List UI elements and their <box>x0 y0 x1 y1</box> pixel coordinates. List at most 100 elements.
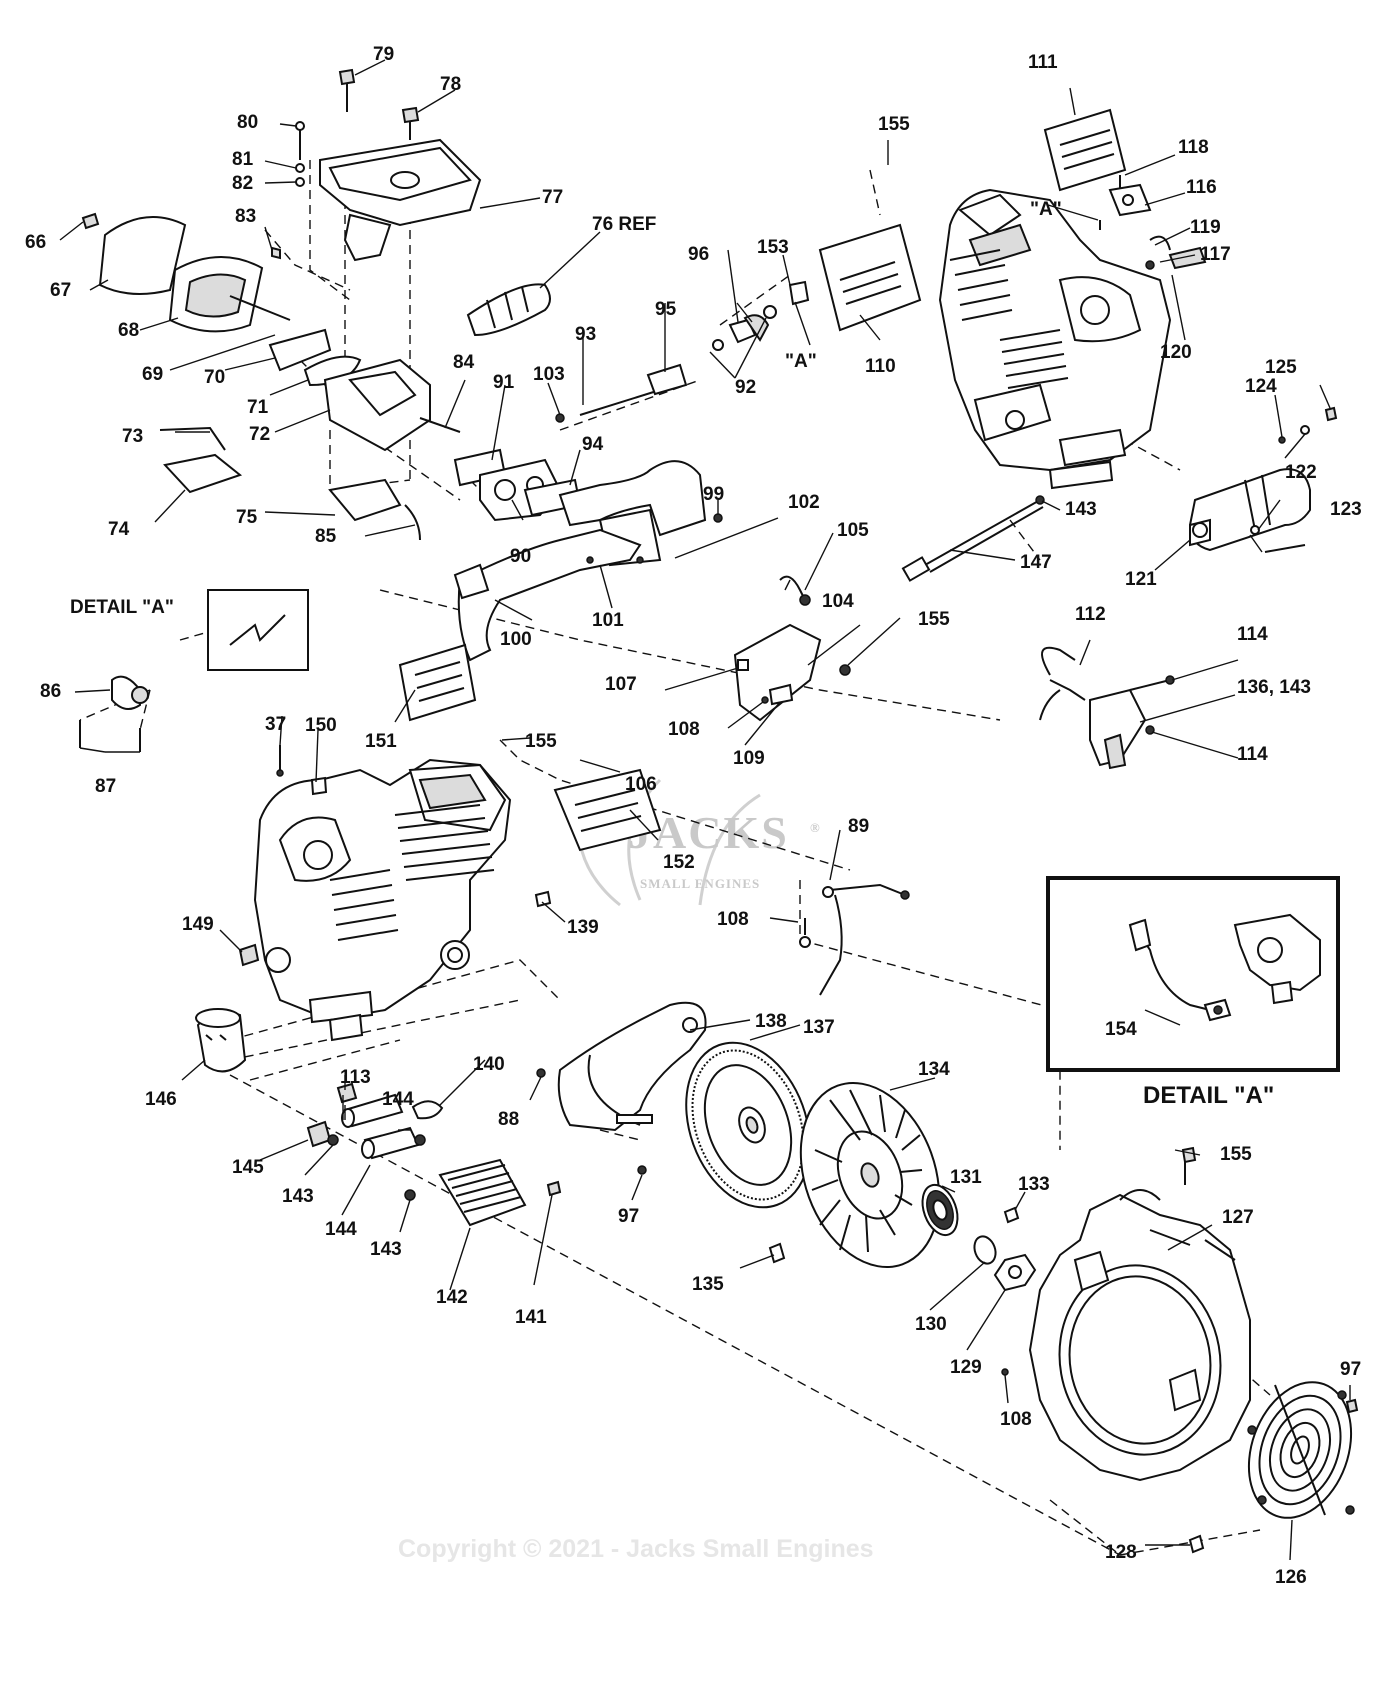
watermark-subtitle: SMALL ENGINES <box>640 876 760 891</box>
label-71: 71 <box>247 397 269 418</box>
label-91: 91 <box>493 372 515 393</box>
label-ref-a-2: "A" <box>1030 199 1062 220</box>
label-138: 138 <box>755 1011 787 1032</box>
label-82: 82 <box>232 173 253 194</box>
label-145: 145 <box>232 1157 264 1178</box>
label-84: 84 <box>453 352 475 373</box>
flywheel-137 <box>685 1041 811 1209</box>
label-75: 75 <box>236 507 258 528</box>
label-118: 118 <box>1178 137 1209 158</box>
label-83: 83 <box>235 206 256 227</box>
label-37: 37 <box>265 714 286 735</box>
label-100: 100 <box>500 629 532 650</box>
label-112: 112 <box>1075 604 1106 625</box>
label-150: 150 <box>305 715 337 736</box>
label-140: 140 <box>473 1054 505 1075</box>
label-116: 116 <box>1186 177 1217 198</box>
wire-harness-89 <box>799 883 910 996</box>
label-131: 131 <box>950 1167 982 1188</box>
label-144-b: 144 <box>325 1219 357 1240</box>
oil-cooler-assembly <box>306 1068 647 1227</box>
label-70: 70 <box>204 367 225 388</box>
label-99: 99 <box>703 484 724 505</box>
heat-shield-assembly <box>733 575 851 722</box>
fan-guard-126 <box>1247 1381 1359 1519</box>
label-147: 147 <box>1020 552 1052 573</box>
label-108-c: 108 <box>1000 1409 1032 1430</box>
label-141: 141 <box>515 1307 547 1328</box>
label-detail-a-box: DETAIL "A" <box>1143 1082 1274 1109</box>
label-114-a: 114 <box>1237 624 1268 645</box>
label-97-b: 97 <box>1340 1359 1361 1380</box>
label-87: 87 <box>95 776 116 797</box>
label-102: 102 <box>788 492 820 513</box>
label-74: 74 <box>108 519 130 540</box>
label-130: 130 <box>915 1314 947 1335</box>
label-153: 153 <box>757 237 789 258</box>
label-94: 94 <box>582 434 604 455</box>
part-number-labels: 79 78 80 81 82 77 83 76 REF 66 67 68 69 … <box>25 44 1362 1588</box>
label-67: 67 <box>50 280 71 301</box>
label-155-c: 155 <box>918 609 950 630</box>
label-114-b: 114 <box>1237 744 1268 765</box>
label-134: 134 <box>918 1059 950 1080</box>
label-113: 113 <box>340 1067 371 1088</box>
label-142: 142 <box>436 1287 468 1308</box>
label-90: 90 <box>510 546 531 567</box>
label-79: 79 <box>373 44 394 65</box>
label-66: 66 <box>25 232 46 253</box>
label-93: 93 <box>575 324 596 345</box>
leader-lines <box>59 59 1351 1561</box>
label-73: 73 <box>122 426 143 447</box>
label-69: 69 <box>142 364 163 385</box>
engine-upper-right <box>938 175 1207 490</box>
engine-lower-left <box>238 745 552 1042</box>
label-154: 154 <box>1105 1019 1137 1040</box>
label-104: 104 <box>822 591 854 612</box>
blower-housing-127 <box>1001 1146 1251 1554</box>
label-108-b: 108 <box>717 909 749 930</box>
label-110: 110 <box>865 356 896 377</box>
label-78: 78 <box>440 74 461 95</box>
label-146: 146 <box>145 1089 177 1110</box>
label-88: 88 <box>498 1109 519 1130</box>
label-107: 107 <box>605 674 637 695</box>
label-108-a: 108 <box>668 719 700 740</box>
label-68: 68 <box>118 320 139 341</box>
label-96: 96 <box>688 244 709 265</box>
label-77: 77 <box>542 187 563 208</box>
detail-a-left <box>79 589 309 752</box>
decal-panels <box>398 108 1127 852</box>
label-121: 121 <box>1125 569 1157 590</box>
label-101: 101 <box>592 610 624 631</box>
air-cleaner-assembly <box>81 68 551 541</box>
label-135: 135 <box>692 1274 724 1295</box>
label-125: 125 <box>1265 357 1297 378</box>
label-144-a: 144 <box>382 1089 414 1110</box>
label-152: 152 <box>663 852 695 873</box>
label-155-d: 155 <box>1220 1144 1252 1165</box>
cooling-fan-134 <box>799 1082 941 1268</box>
ignition-module-assembly <box>1039 646 1175 770</box>
label-111: 111 <box>1028 52 1058 73</box>
label-120: 120 <box>1160 342 1192 363</box>
label-97-a: 97 <box>618 1206 639 1227</box>
label-95: 95 <box>655 299 677 320</box>
label-119: 119 <box>1190 217 1221 238</box>
label-109: 109 <box>733 748 765 769</box>
starter-motor-assembly <box>901 406 1338 582</box>
label-117: 117 <box>1200 244 1231 265</box>
label-139: 139 <box>567 917 599 938</box>
label-106: 106 <box>625 774 657 795</box>
label-89: 89 <box>848 816 869 837</box>
label-143-b: 143 <box>282 1186 314 1207</box>
oil-filter <box>195 1008 247 1073</box>
label-123: 123 <box>1330 499 1362 520</box>
label-128: 128 <box>1105 1542 1137 1563</box>
backplate-138 <box>557 1001 707 1132</box>
carburetor-intake-assembly <box>453 280 810 662</box>
label-155-b: 155 <box>525 731 557 752</box>
label-129: 129 <box>950 1357 982 1378</box>
label-133: 133 <box>1018 1174 1050 1195</box>
label-detail-a-left: DETAIL "A" <box>70 597 174 618</box>
